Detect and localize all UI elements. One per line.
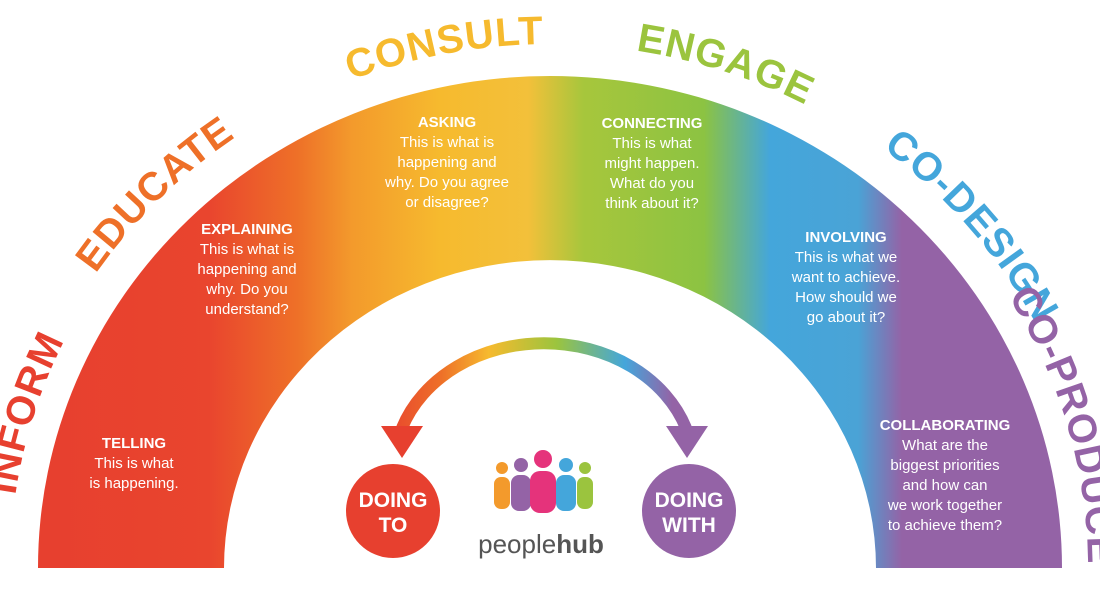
stage-description-line: we work together [887,497,1002,514]
stage-description-line: want to achieve. [791,269,900,286]
stage-description-line: This is what is [200,241,294,258]
stage-block-co-design: INVOLVING This is what we want to achieve.… [791,229,900,326]
spectrum-arc [38,76,1062,568]
stage-descriptions: TELLING This is what is happening. EXPLAINI… [89,114,1010,534]
arrow-left-icon [381,426,423,458]
doing-to-line-1: DOING [359,489,428,512]
stage-description-line: happening and [397,154,496,171]
doing-with-line-1: DOING [655,489,724,512]
people-group-icon [494,450,593,513]
stage-description-line: why. Do you [205,281,287,298]
doing-with-circle [642,464,736,558]
stage-label-consult: CONSULT [340,9,545,89]
stage-block-engage: CONNECTING This is what might happen. What … [602,115,703,212]
stage-description-line: go about it? [807,309,885,326]
logo-text-bold: hub [556,529,604,559]
stage-description-line: and how can [902,477,987,494]
stage-block-consult: ASKING This is what is happening and why. D… [384,114,509,211]
stage-title: ASKING [418,114,476,131]
stage-description-line: to achieve them? [888,517,1002,534]
stage-title: TELLING [102,435,166,452]
stage-description-line: think about it? [605,195,698,212]
inner-arc [396,337,692,431]
stage-description-line: This is what [612,135,692,152]
stage-description-line: understand? [205,301,288,318]
stage-title: INVOLVING [805,229,886,246]
stage-description-line: What are the [902,437,988,454]
doing-to-circle [346,464,440,558]
stage-description-line: How should we [795,289,897,306]
stage-description-line: or disagree? [405,194,488,211]
logo-wordmark: peoplehub [478,529,604,559]
stage-description-line: This is what we [795,249,898,266]
stage-block-educate: EXPLAINING This is what is happening and wh… [197,221,296,318]
stage-description-line: might happen. [604,155,699,172]
stage-description-line: why. Do you agree [384,174,509,191]
doing-to-line-2: TO [379,514,408,537]
stage-description-line: This is what is [400,134,494,151]
stage-block-inform: TELLING This is what is happening. [89,435,178,492]
doing-with-line-2: WITH [662,514,716,537]
stage-description-line: is happening. [89,475,178,492]
stage-description-line: This is what [94,455,174,472]
peoplehub-logo: peoplehub [478,450,604,559]
stage-title: COLLABORATING [880,417,1011,434]
stage-description-line: biggest priorities [890,457,999,474]
stage-description-line: What do you [610,175,694,192]
stage-title: EXPLAINING [201,221,293,238]
logo-text-light: people [478,529,556,559]
stage-title: CONNECTING [602,115,703,132]
arrow-right-icon [666,426,708,458]
stage-description-line: happening and [197,261,296,278]
stage-block-co-produce: COLLABORATING What are the biggest priorit… [880,417,1011,534]
